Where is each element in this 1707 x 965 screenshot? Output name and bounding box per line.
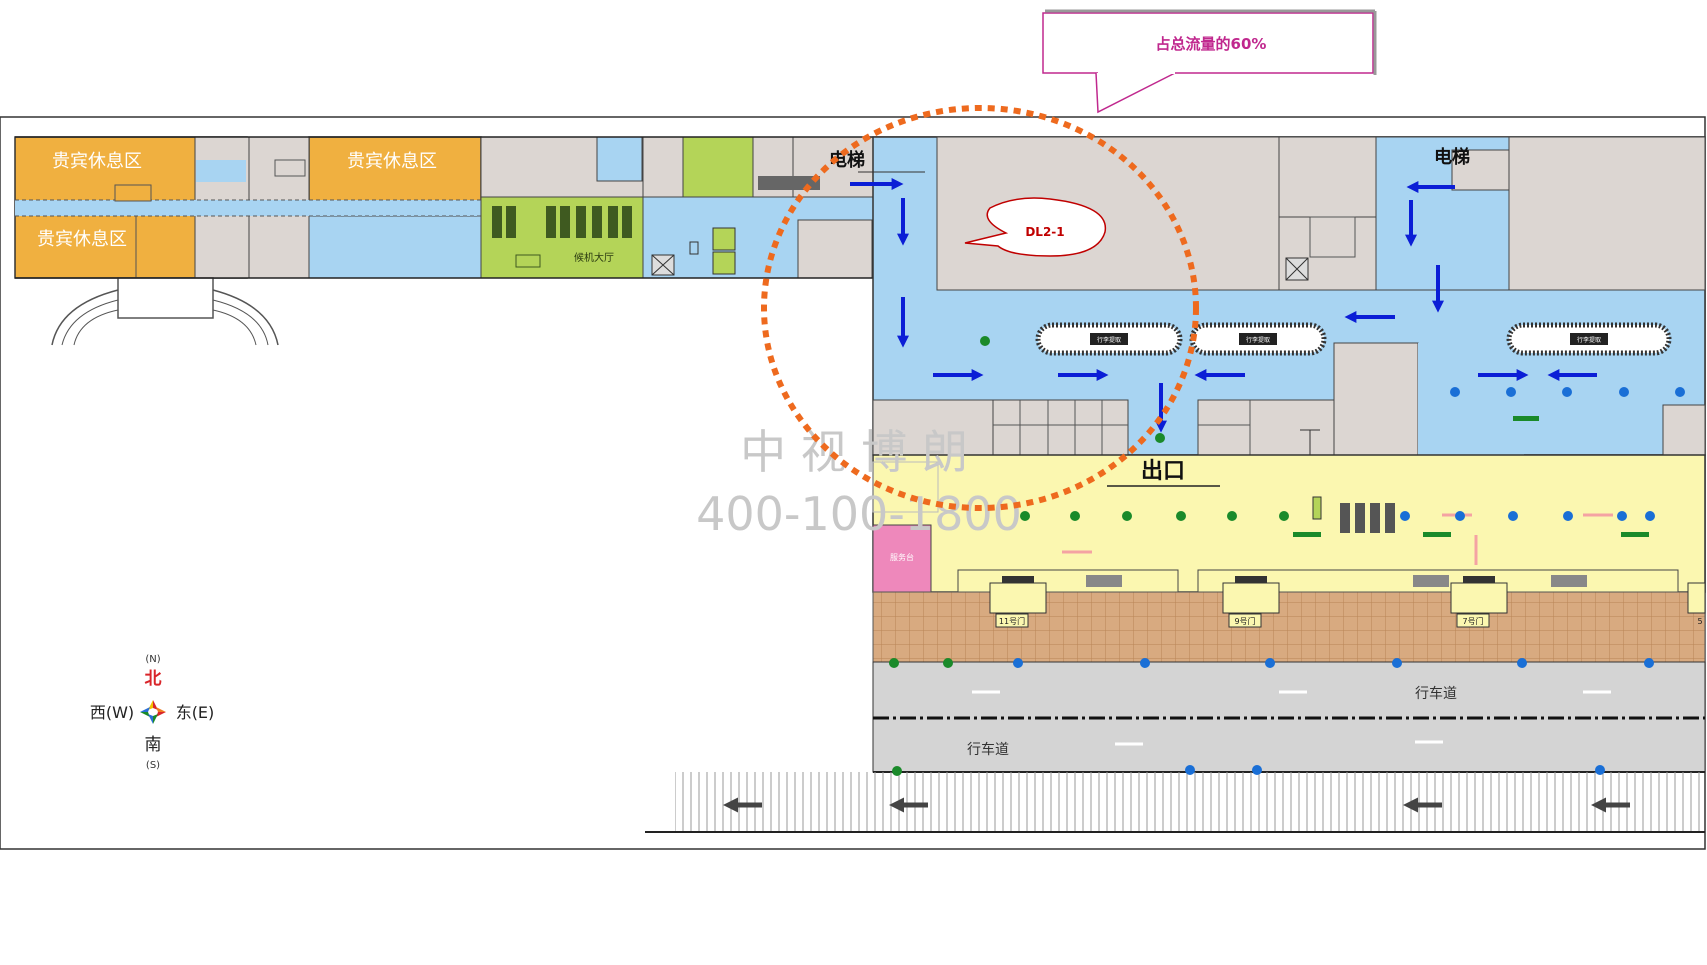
gate-11-label: 11号门 <box>999 616 1025 626</box>
gate-9-label: 9号门 <box>1234 616 1255 626</box>
traffic-share-callout <box>1042 9 1377 114</box>
pink-room-label: 服务台 <box>890 552 914 562</box>
arrival-hall <box>872 136 1706 456</box>
highlight-dashed-circle <box>761 105 1199 511</box>
passenger-flow-arrows <box>850 178 1597 433</box>
vip-lounge-label-2: 贵宾休息区 <box>347 151 437 172</box>
gate-11 <box>989 582 1047 614</box>
carousel-label-2: 行李提取 <box>1246 336 1270 344</box>
compass-north-code: (N) <box>145 654 160 665</box>
exit-label: 出口 <box>1141 459 1185 484</box>
west-wing <box>14 136 1705 346</box>
compass-south-code: (S) <box>146 760 160 771</box>
compass-north: 北 <box>145 669 162 689</box>
gate-9 <box>1222 582 1280 614</box>
gate-7 <box>1450 582 1508 614</box>
elevator-right-label: 电梯 <box>1434 146 1470 168</box>
checkin-hall-label: 候机大厅 <box>574 251 614 264</box>
exit-hall: 服务台 <box>872 416 1706 593</box>
watermark-phone: 400-100-1800 <box>696 487 1022 541</box>
carousel-label-1: 行李提取 <box>1097 336 1121 344</box>
elevator-left-label: 电梯 <box>829 149 865 171</box>
compass-east: 东(E) <box>176 703 215 722</box>
compass-west: 西(W) <box>90 703 134 722</box>
carousel-label-3: 行李提取 <box>1577 336 1601 344</box>
gate-5-label: 5 <box>1697 617 1702 626</box>
road-label-north: 行车道 <box>1415 685 1457 702</box>
dl2-1-marker-label: DL2-1 <box>1025 225 1064 239</box>
compass-south: 南 <box>145 735 162 755</box>
indicator-dots <box>889 336 1685 776</box>
gate-5 <box>1687 582 1706 614</box>
vip-lounge-label-3: 贵宾休息区 <box>37 229 127 250</box>
traffic-share-text: 占总流量的60% <box>1156 35 1267 53</box>
roads <box>645 661 1706 833</box>
compass-icon <box>140 700 166 724</box>
baggage-carousel-1 <box>1035 322 1183 356</box>
baggage-carousel-3 <box>1506 322 1672 356</box>
gate-7-label: 7号门 <box>1462 616 1483 626</box>
road-label-south: 行车道 <box>967 741 1009 758</box>
vip-lounge-label-1: 贵宾休息区 <box>52 151 142 172</box>
dl2-1-marker-bubble <box>964 197 1107 257</box>
